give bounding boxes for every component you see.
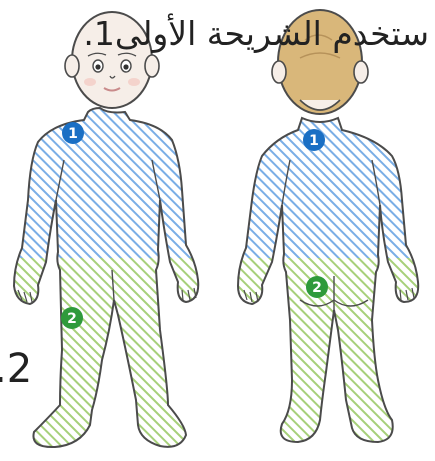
step-1-caption: ستخدم الشريحة الأولى1. [83, 14, 429, 54]
front-figure: 1 2 [14, 12, 198, 447]
svg-text:2: 2 [67, 311, 77, 327]
front-zone-1-badge: 1 [62, 122, 84, 144]
svg-text:2: 2 [312, 280, 322, 296]
back-zone-2-badge: 2 [306, 276, 328, 298]
svg-text:1: 1 [68, 126, 78, 142]
back-figure: 1 2 [238, 10, 418, 442]
back-zone-1-badge: 1 [303, 129, 325, 151]
step-2-caption: .2 [0, 345, 32, 393]
svg-text:1: 1 [309, 133, 319, 149]
front-zone-2-badge: 2 [61, 307, 83, 329]
